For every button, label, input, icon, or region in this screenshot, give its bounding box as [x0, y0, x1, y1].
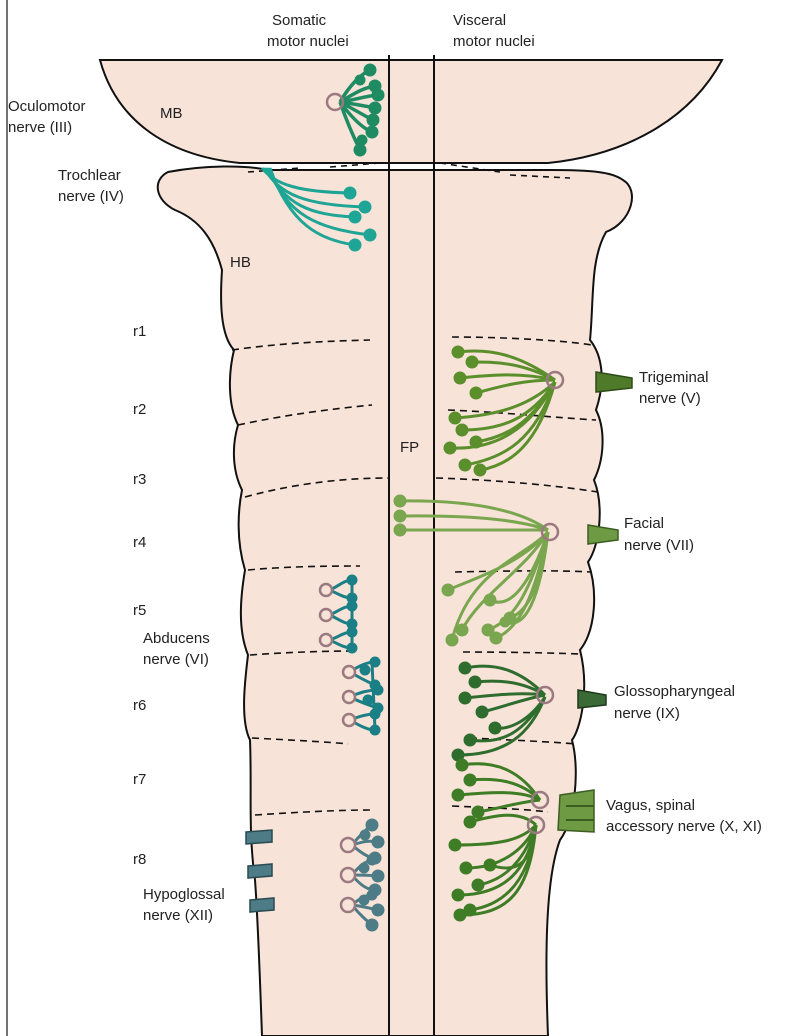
rhombomere-r5-label: r5 — [133, 602, 146, 619]
hindbrain-body — [158, 166, 632, 1036]
facial-label-line1: Facial — [624, 515, 664, 532]
trigeminal-label-line2: nerve (V) — [639, 390, 701, 407]
abducens-label-line1: Abducens — [143, 630, 210, 647]
trochlear-label-line2: nerve (IV) — [58, 188, 124, 205]
midbrain-label: MB — [160, 105, 183, 122]
facial-label-line2: nerve (VII) — [624, 537, 694, 554]
somatic-header-line1: Somatic — [272, 12, 327, 29]
rhombomere-r3-label: r3 — [133, 471, 146, 488]
abducens-label-line2: nerve (VI) — [143, 651, 209, 668]
rhombomere-r2-label: r2 — [133, 401, 146, 418]
hindbrain-label: HB — [230, 254, 251, 271]
oculomotor-label-line1: Oculomotor — [8, 98, 86, 115]
hypoglossal-label-line2: nerve (XII) — [143, 907, 213, 924]
floor-plate-label: FP — [400, 439, 419, 456]
oculomotor-label-line2: nerve (III) — [8, 119, 72, 136]
trigeminal-label-line1: Trigeminal — [639, 369, 708, 386]
vagus-label-line2: accessory nerve (X, XI) — [606, 818, 762, 835]
neural-tube-outline — [100, 60, 722, 163]
vagus-label-line1: Vagus, spinal — [606, 797, 695, 814]
glossopharyngeal-label-line1: Glossopharyngeal — [614, 683, 735, 700]
hypoglossal-label-line1: Hypoglossal — [143, 886, 225, 903]
rhombomere-r8-label: r8 — [133, 851, 146, 868]
visceral-header-line1: Visceral — [453, 12, 506, 29]
somatic-header-line2: motor nuclei — [267, 33, 349, 50]
trochlear-label-line1: Trochlear — [58, 167, 121, 184]
glossopharyngeal-label-line2: nerve (IX) — [614, 705, 680, 722]
rhombomere-r1-label: r1 — [133, 323, 146, 340]
rhombomere-r4-label: r4 — [133, 534, 146, 551]
rhombomere-r6-label: r6 — [133, 697, 146, 714]
visceral-header-line2: motor nuclei — [453, 33, 535, 50]
rhombomere-r7-label: r7 — [133, 771, 146, 788]
